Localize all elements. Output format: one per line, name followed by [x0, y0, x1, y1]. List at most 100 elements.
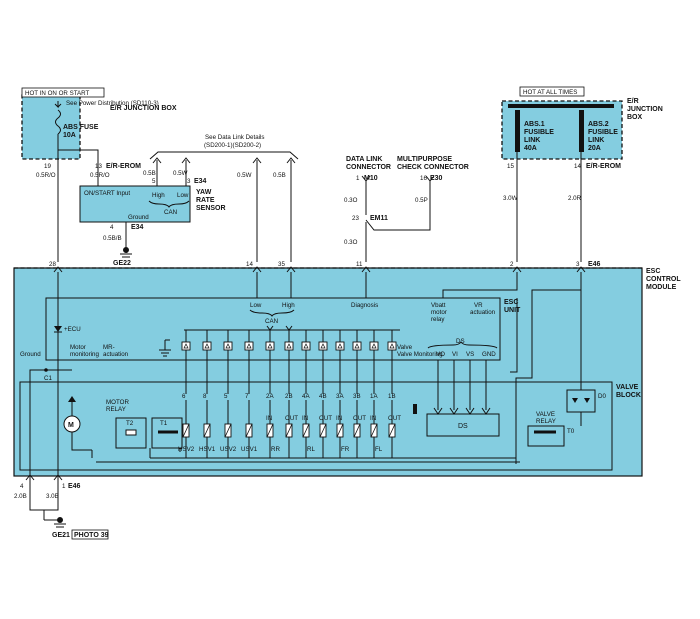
e46-bottom: E46 [68, 483, 81, 490]
ground-wires [29, 476, 59, 520]
link1-name-1: ABS.1 [524, 121, 545, 128]
ds-vs: VS [466, 351, 474, 358]
abs-fuse-rating: 10A [63, 132, 76, 139]
wire-05w-can: 0.5W [237, 172, 252, 179]
pin-35: 35 [278, 261, 285, 268]
pin-3: 3 [187, 178, 191, 185]
motor-wires [71, 402, 92, 451]
valve-pin-label: 5 [224, 393, 228, 400]
wire-20r: 2.0R [568, 195, 582, 202]
valve-pin-label: 4A [302, 393, 310, 400]
hot-run-label-box [21, 87, 105, 98]
e30-label: E30 [430, 175, 443, 182]
er-junction-box-left: E/R JUNCTION BOX [110, 105, 177, 112]
wire-05ro-b: 0.5R/O [90, 172, 110, 179]
valve-mon-2: Valve Monitoring [397, 351, 443, 358]
transistor-icon [335, 341, 345, 351]
vbatt-1: Vbatt [431, 302, 446, 309]
yaw-low: Low [177, 192, 189, 199]
out-label: OUT [353, 415, 366, 422]
hot-run-label: HOT IN ON OR START [25, 90, 90, 97]
vr-act-1: VR [474, 302, 483, 309]
out-label: OUT [319, 415, 332, 422]
abs-fuse-icon [55, 109, 61, 135]
pin-14-r: 14 [574, 163, 581, 170]
hot-all-label-box [519, 86, 585, 97]
esc-unit-1: ESC [504, 299, 518, 306]
ecu-label: +ECU [64, 326, 81, 333]
esc-unit-2: UNIT [504, 307, 521, 314]
data-link-note-1: See Data Link Details [205, 134, 265, 141]
motor-relay-box [115, 417, 147, 449]
photo-label: PHOTO 39 [74, 532, 109, 539]
power-dist-note: See Power Distribution (SD110-3) [66, 100, 159, 107]
can-wires-upper [256, 160, 292, 262]
motor-relay-2: RELAY [106, 406, 126, 413]
ds-brace [427, 341, 498, 349]
ds-sensor-box [426, 413, 500, 437]
d0-label: D0 [598, 393, 606, 400]
ds-gnd: GND [482, 351, 496, 358]
vr-act-2: actuation [470, 309, 496, 316]
er-erom-left: E/R-EROM [106, 163, 141, 170]
ge21-ground-icon [57, 517, 63, 523]
module-title-3: MODULE [646, 284, 677, 291]
valve-name-label: FR [341, 446, 350, 453]
yaw-title-1: YAW [196, 189, 212, 196]
yaw-rate-sensor-box [79, 185, 191, 223]
transistor-icon [301, 341, 311, 351]
pin-16-mp: 16 [420, 175, 427, 182]
mr-act-2: actuation [103, 351, 129, 358]
pin-19: 19 [44, 163, 51, 170]
link1-name-3: LINK [524, 137, 540, 144]
valve-mon-1: Valve [397, 344, 413, 351]
yaw-ground-wire-label: 0.5B/B [103, 235, 122, 242]
mp-title-1: MULTIPURPOSE [397, 156, 452, 163]
power-feed-wires [516, 152, 582, 262]
wire-30b: 3.0B [46, 493, 59, 500]
yaw-connector-2: E34 [131, 224, 144, 231]
in-label: IN [266, 415, 272, 422]
out-label: OUT [388, 415, 401, 422]
transistor-icon [223, 341, 233, 351]
data-link-title-2: CONNECTOR [346, 164, 391, 171]
valve-pin-label: 3A [336, 393, 344, 400]
bus-bar [508, 104, 614, 108]
link1-name-2: FUSIBLE [524, 129, 554, 136]
er-erom-right: E/R-EROM [586, 163, 621, 170]
er-jb-right-3: BOX [627, 114, 643, 121]
ds-vi: VI [452, 351, 458, 358]
yaw-can: CAN [164, 209, 177, 216]
ds-wires [437, 360, 487, 410]
valve-name-label: HSV1 [199, 446, 216, 453]
link2-rating: 20A [588, 145, 601, 152]
pin-3-module: 3 [576, 261, 580, 268]
transistor-icon [352, 341, 362, 351]
dl-wires [365, 181, 431, 262]
valve-name-label: FL [375, 446, 383, 453]
vbatt-2: motor [431, 309, 447, 316]
pin-2: 2 [510, 261, 514, 268]
transistor-icon [202, 341, 212, 351]
pin-11: 11 [356, 261, 363, 268]
module-title-2: CONTROL [646, 276, 681, 283]
wire-30w: 3.0W [503, 195, 518, 202]
transistor-icon [181, 341, 191, 351]
pin-23: 23 [352, 215, 359, 222]
t1-label: T1 [160, 420, 168, 427]
photo-box [71, 529, 109, 540]
wire-20b: 2.0B [14, 493, 27, 500]
wire-05b-can: 0.5B [273, 172, 286, 179]
esc-module-box [13, 267, 643, 477]
yaw-title-2: RATE [196, 197, 215, 204]
transistor-icon [284, 341, 294, 351]
t0-label: T0 [567, 428, 575, 435]
wire-03o-b: 0.3O [344, 239, 358, 246]
c1-label: C1 [44, 375, 52, 382]
transistor-icon [265, 341, 275, 351]
ge22-label: GE22 [113, 260, 131, 267]
valve-block-bus [91, 448, 520, 463]
t2-label: T2 [126, 420, 134, 427]
